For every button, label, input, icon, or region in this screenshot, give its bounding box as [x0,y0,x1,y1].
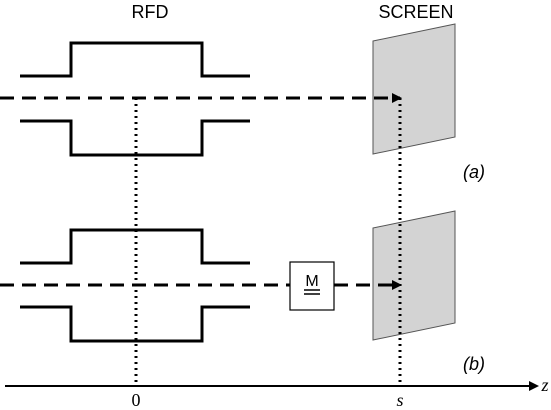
z-axis-label: z [540,375,548,395]
panel-b: M (b) [0,210,485,374]
s-position-label: s [396,390,403,410]
panel-label-a: (a) [463,162,485,182]
rfd-cavity-bottom-a [20,119,250,157]
rfd-cavity-top-a [20,41,250,78]
rfd-cavity-top-b [20,228,250,265]
screen-b [372,210,456,341]
magnet-symbol: M [305,273,318,290]
rfd-title: RFD [132,2,169,22]
rfd-cavity-bottom-b [20,305,250,343]
panel-a: (a) [0,23,485,182]
panel-label-b: (b) [463,354,485,374]
screen-title: SCREEN [378,2,453,22]
origin-label: 0 [132,390,141,410]
screen-a [372,23,456,155]
